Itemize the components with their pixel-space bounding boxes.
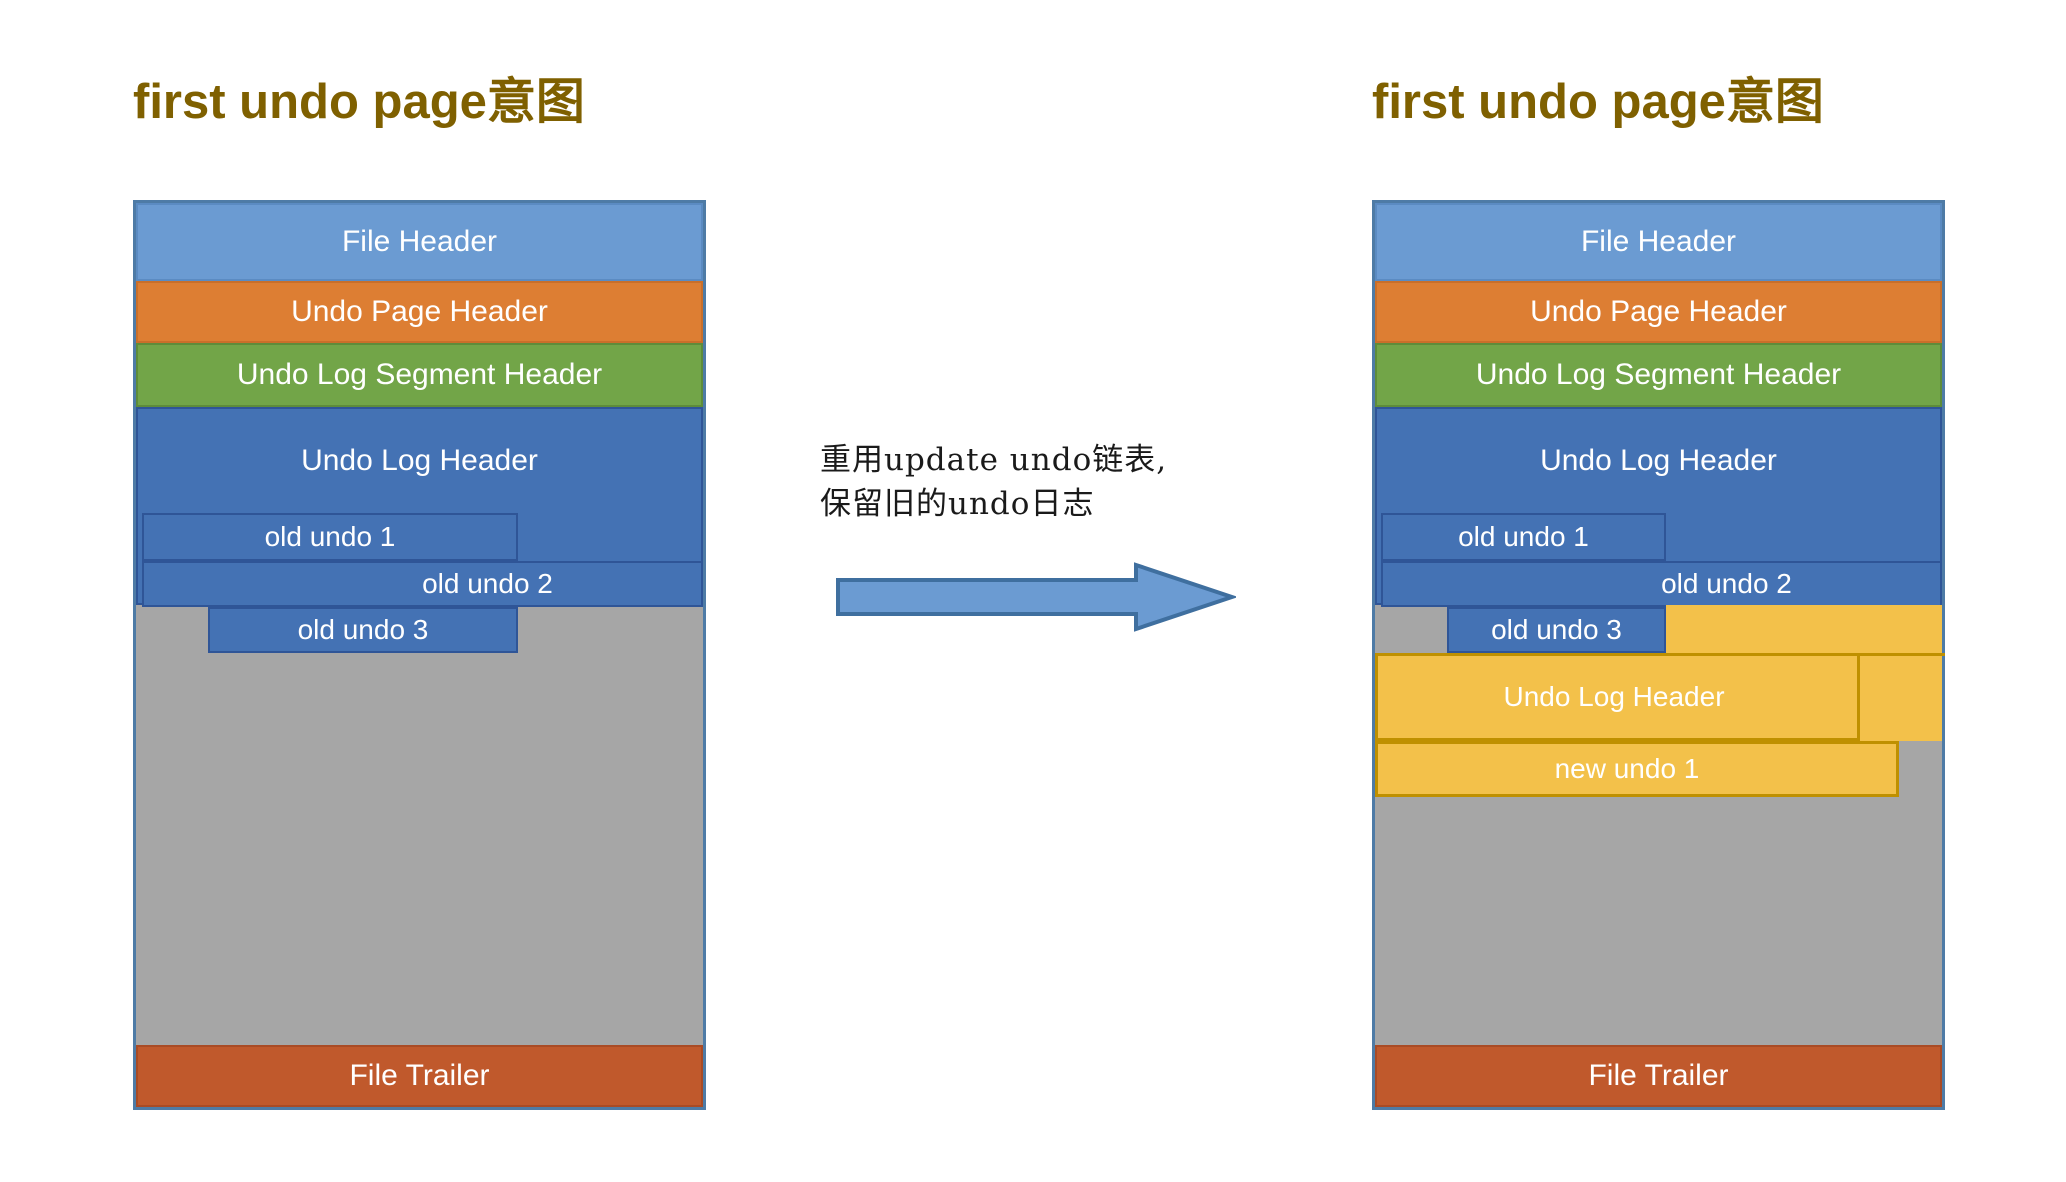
right-diagram-title: first undo page意图 bbox=[1372, 75, 1824, 129]
right-old-undo-1-label: old undo 1 bbox=[1458, 521, 1589, 552]
left-block-file-header: File Header bbox=[136, 203, 703, 281]
right-old-undo-1: old undo 1 bbox=[1381, 513, 1666, 561]
right-block-new-undo-1-label: new undo 1 bbox=[1554, 753, 1700, 784]
right-block-new-undo-log-header: Undo Log Header bbox=[1375, 653, 1942, 741]
left-old-undo-1-label: old undo 1 bbox=[264, 521, 396, 552]
right-arrow-svg bbox=[836, 562, 1239, 632]
right-block-undo-log-segment-header-label: Undo Log Segment Header bbox=[1475, 358, 1842, 391]
right-old-undo-3: old undo 3 bbox=[1447, 607, 1666, 653]
left-undo-page-frame: File Header Undo Page Header Undo Log Se… bbox=[133, 200, 706, 1110]
transition-annotation: 重用update undo链表, 保留旧的undo日志 bbox=[820, 442, 1168, 523]
right-block-file-trailer-label: File Trailer bbox=[1588, 1059, 1729, 1092]
right-free-space-pocket bbox=[1899, 741, 1942, 797]
left-block-file-trailer: File Trailer bbox=[136, 1045, 703, 1107]
arrow-shape bbox=[836, 562, 1239, 632]
left-old-undo-2-label: old undo 2 bbox=[422, 568, 553, 599]
left-diagram-title: first undo page意图 bbox=[133, 75, 585, 129]
right-block-file-trailer: File Trailer bbox=[1375, 1045, 1942, 1107]
left-block-undo-page-header-label: Undo Page Header bbox=[291, 295, 548, 328]
left-old-undo-3: old undo 3 bbox=[208, 607, 518, 653]
right-arrow-icon bbox=[836, 562, 1239, 632]
left-block-undo-page-header: Undo Page Header bbox=[136, 281, 703, 343]
right-block-file-header-label: File Header bbox=[1580, 225, 1737, 258]
left-block-free-space bbox=[136, 653, 703, 1045]
left-block-undo-log-header-label: Undo Log Header bbox=[301, 444, 538, 477]
right-block-undo-log-segment-header: Undo Log Segment Header bbox=[1375, 343, 1942, 407]
left-old-undo-2: old undo 2 bbox=[142, 561, 703, 607]
left-old-undo-1: old undo 1 bbox=[142, 513, 518, 561]
right-old-undo-2-label: old undo 2 bbox=[1661, 568, 1792, 599]
right-old-undo-2: old undo 2 bbox=[1381, 561, 1942, 607]
left-old-undo-3-label: old undo 3 bbox=[297, 614, 429, 645]
right-block-undo-page-header-label: Undo Page Header bbox=[1530, 295, 1787, 328]
right-block-free-space bbox=[1375, 797, 1942, 1045]
right-block-undo-log-header-label: Undo Log Header bbox=[1540, 444, 1777, 477]
right-block-undo-page-header: Undo Page Header bbox=[1375, 281, 1942, 343]
right-new-undo-log-header-step-outline bbox=[1857, 653, 1945, 745]
left-block-undo-log-segment-header-label: Undo Log Segment Header bbox=[236, 358, 603, 391]
right-undo-page-frame: File Header Undo Page Header Undo Log Se… bbox=[1372, 200, 1945, 1110]
right-block-new-undo-1: new undo 1 bbox=[1375, 741, 1899, 797]
left-block-undo-log-segment-header: Undo Log Segment Header bbox=[136, 343, 703, 407]
right-block-file-header: File Header bbox=[1375, 203, 1942, 281]
left-block-file-trailer-label: File Trailer bbox=[349, 1059, 490, 1092]
left-block-file-header-label: File Header bbox=[341, 225, 498, 258]
right-old-undo-3-label: old undo 3 bbox=[1491, 614, 1622, 645]
right-block-new-undo-log-header-label: Undo Log Header bbox=[1503, 681, 1725, 712]
right-new-undo-log-header-right-column bbox=[1857, 605, 1942, 741]
